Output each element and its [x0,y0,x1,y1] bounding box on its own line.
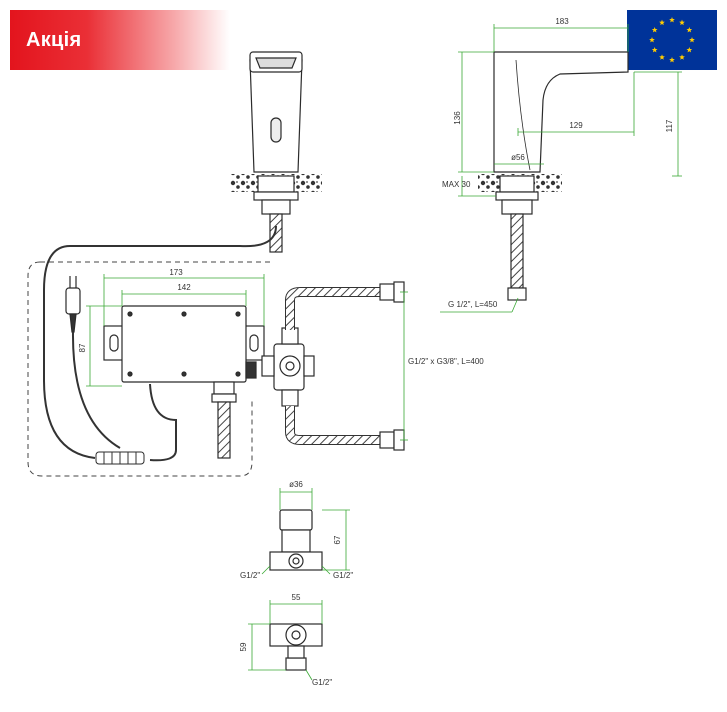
dim-supply-hose: G 1/2", L=450 [448,300,498,309]
dim-outlet-height: 117 [665,119,674,132]
dim-valve-bottom-height: 59 [239,642,248,651]
eu-star-icon [686,27,693,33]
dimension-labels: 183 136 129 117 ø56 MAX 30 G 1/2", L=450… [78,17,674,687]
dim-max-deck: MAX 30 [442,180,471,189]
dimension-line [305,669,313,681]
dim-spout-length: 183 [555,17,569,26]
dim-valve-diameter: ø36 [289,480,303,489]
dim-spout-height: 136 [453,111,462,125]
power-plug-icon [65,276,121,449]
hose-upper [285,287,392,330]
dim-base-diameter: ø56 [511,153,525,162]
hose-lower [285,406,392,445]
hose-nuts [379,281,405,451]
dim-valve-port-right: G1/2" [333,571,353,580]
dimension-lines [86,24,682,681]
promo-badge-label: Акція [26,28,82,51]
faucet-side-view [478,51,629,301]
eu-star-icon [659,19,665,26]
faucet-front-view [230,51,322,253]
dimension-line [261,565,271,575]
eu-star-icon [689,37,695,43]
promo-badge: Акція [10,10,230,70]
eu-star-icon [679,19,685,26]
eu-star-icon [669,17,675,23]
dim-box-width-inner: 142 [177,283,191,292]
eu-star-icon [686,47,693,53]
dim-connector-hose: G1/2" x G3/8", L=400 [408,357,484,366]
dim-spout-reach: 129 [569,121,583,130]
control-box [103,305,265,459]
eu-star-icon [669,57,675,63]
eu-star-icon [649,37,655,43]
eu-flag-icon [627,10,717,70]
dim-valve-width: 55 [292,593,301,602]
electronics-dashed-frame [27,261,272,477]
dimension-line [511,297,519,313]
eu-star-icon [659,54,665,60]
valve-detail-front [269,509,323,571]
eu-flag-stars [649,17,695,63]
valve-detail-bottom [269,623,323,671]
dim-valve-height: 67 [333,535,342,544]
eu-star-icon [651,47,658,53]
dim-valve-bottom-port: G1/2" [312,678,332,687]
cable-connector [95,383,177,465]
dim-box-width-outer: 173 [169,268,183,277]
sensor-cable [43,225,277,459]
dim-valve-port-left: G1/2" [240,571,260,580]
eu-star-icon [651,27,658,33]
dim-box-height: 87 [78,343,87,352]
dimension-line [321,565,331,575]
mixing-valve [261,327,315,407]
eu-star-icon [679,54,685,60]
